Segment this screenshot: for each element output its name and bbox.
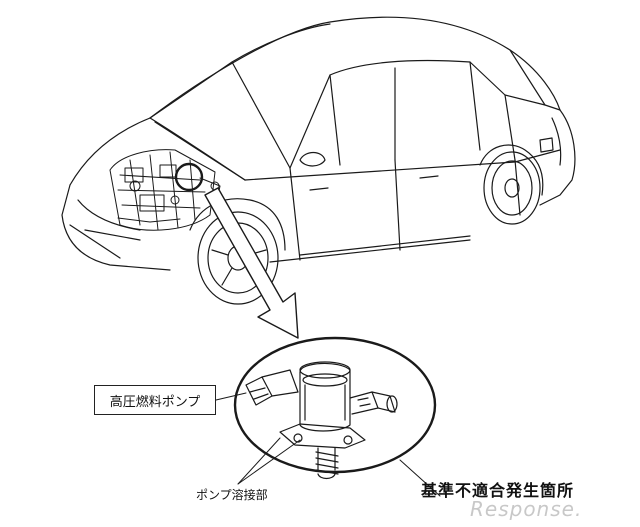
- leader-pump-name: [215, 392, 247, 401]
- pump-name-label: 高圧燃料ポンプ: [94, 385, 216, 415]
- watermark-logo: Response.: [470, 497, 583, 521]
- pump-name-text: 高圧燃料ポンプ: [109, 394, 201, 410]
- pump-location-marker: [174, 162, 204, 192]
- leader-lines: [215, 392, 441, 497]
- leader-defect: [399, 459, 441, 497]
- defect-location-label: 基準不適合発生箇所: [421, 481, 575, 500]
- engine-bay: [109, 149, 221, 231]
- zoom-arrow: [204, 187, 299, 339]
- weld-part-label: ポンプ溶接部: [196, 488, 268, 502]
- car-body: [61, 16, 576, 271]
- fuel-pump-detail: [245, 361, 398, 480]
- leader-weld-2: [237, 439, 301, 485]
- leader-weld-1: [237, 437, 281, 485]
- rear-wheel: [479, 144, 544, 225]
